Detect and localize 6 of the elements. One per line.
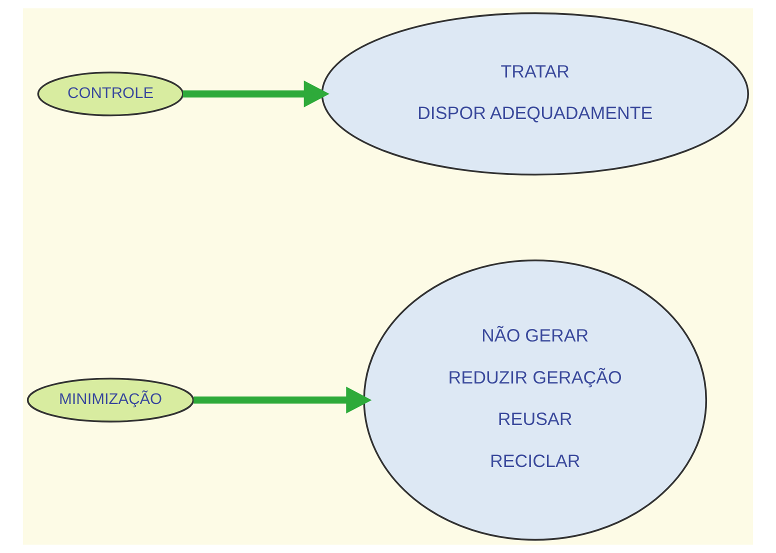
arrow [194, 386, 372, 414]
node-ellipse: NÃO GERAR REDUZIR GERAÇÃO REUSAR RECICLAR [363, 260, 708, 541]
node-ellipse: MINIMIZAÇÃO [26, 378, 194, 422]
node-ellipse: TRATAR DISPOR ADEQUADAMENTE [321, 12, 750, 176]
node-ellipse: CONTROLE [37, 72, 184, 116]
arrow [182, 80, 330, 108]
